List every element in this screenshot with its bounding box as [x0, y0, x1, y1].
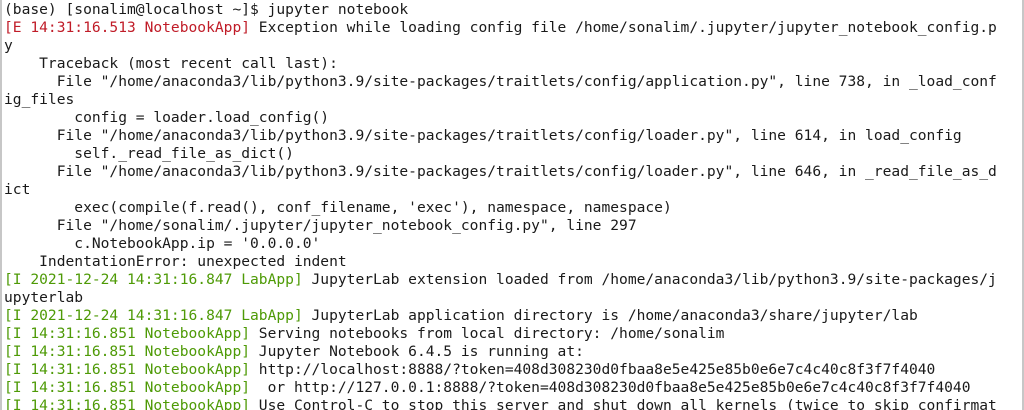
info-log-tag: [I 14:31:16.851 NotebookApp] [4, 379, 251, 396]
terminal-line: [I 2021-12-24 14:31:16.847 LabApp] Jupyt… [4, 307, 997, 325]
terminal-line-text: File "/home/anaconda3/lib/python3.9/site… [4, 163, 997, 180]
terminal-line-text: Exception while loading config file /hom… [250, 19, 997, 36]
terminal-line: ict [4, 181, 997, 199]
terminal-line: File "/home/anaconda3/lib/python3.9/site… [4, 127, 997, 145]
terminal-line-text: IndentationError: unexpected indent [4, 253, 347, 270]
terminal-line-text: config = loader.load_config() [4, 109, 330, 126]
terminal-line-text: Traceback (most recent call last): [4, 55, 338, 72]
terminal-line: File "/home/sonalim/.jupyter/jupyter_not… [4, 217, 997, 235]
terminal-line-text: Jupyter Notebook 6.4.5 is running at: [250, 343, 584, 360]
terminal-line: [I 14:31:16.851 NotebookApp] Use Control… [4, 397, 997, 410]
terminal-line: Traceback (most recent call last): [4, 55, 997, 73]
terminal-line-text: (base) [sonalim@localhost ~]$ jupyter no… [4, 1, 409, 18]
terminal-line-text: File "/home/anaconda3/lib/python3.9/site… [4, 127, 962, 144]
terminal-line: config = loader.load_config() [4, 109, 997, 127]
terminal-line: [I 14:31:16.851 NotebookApp] or http://1… [4, 379, 997, 397]
terminal-line-text: JupyterLab application directory is /hom… [302, 307, 918, 324]
terminal-line-text: http://localhost:8888/?token=408d308230d… [250, 361, 936, 378]
info-log-tag: [I 2021-12-24 14:31:16.847 LabApp] [4, 307, 303, 324]
terminal-line-text: ig_files [4, 91, 75, 108]
error-log-tag: [E 14:31:16.513 NotebookApp] [4, 19, 251, 36]
terminal-line: [I 2021-12-24 14:31:16.847 LabApp] Jupyt… [4, 271, 997, 289]
terminal-line-text: exec(compile(f.read(), conf_filename, 'e… [4, 199, 672, 216]
info-log-tag: [I 14:31:16.851 NotebookApp] [4, 397, 251, 410]
terminal-line: [I 14:31:16.851 NotebookApp] Serving not… [4, 325, 997, 343]
terminal-line-text: c.NotebookApp.ip = '0.0.0.0' [4, 235, 321, 252]
info-log-tag: [I 2021-12-24 14:31:16.847 LabApp] [4, 271, 303, 288]
terminal-line-text: File "/home/sonalim/.jupyter/jupyter_not… [4, 217, 637, 234]
terminal-line: exec(compile(f.read(), conf_filename, 'e… [4, 199, 997, 217]
terminal-line: IndentationError: unexpected indent [4, 253, 997, 271]
terminal-line: y [4, 37, 997, 55]
terminal-right-border [1022, 0, 1024, 410]
terminal-line-text: Use Control-C to stop this server and sh… [250, 397, 997, 410]
terminal-line: [I 14:31:16.851 NotebookApp] Jupyter Not… [4, 343, 997, 361]
terminal-line: [I 14:31:16.851 NotebookApp] http://loca… [4, 361, 997, 379]
terminal-line-text: upyterlab [4, 289, 84, 306]
terminal-line-text: self._read_file_as_dict() [4, 145, 294, 162]
terminal-line: File "/home/anaconda3/lib/python3.9/site… [4, 73, 997, 91]
terminal-line-text: JupyterLab extension loaded from /home/a… [302, 271, 997, 288]
terminal-line-text: Serving notebooks from local directory: … [250, 325, 725, 342]
terminal-output[interactable]: (base) [sonalim@localhost ~]$ jupyter no… [4, 1, 997, 410]
terminal-line: File "/home/anaconda3/lib/python3.9/site… [4, 163, 997, 181]
terminal-line-text: or http://127.0.0.1:8888/?token=408d3082… [250, 379, 971, 396]
terminal-line: c.NotebookApp.ip = '0.0.0.0' [4, 235, 997, 253]
terminal-line: (base) [sonalim@localhost ~]$ jupyter no… [4, 1, 997, 19]
terminal-line: upyterlab [4, 289, 997, 307]
terminal-line: [E 14:31:16.513 NotebookApp] Exception w… [4, 19, 997, 37]
terminal-line: ig_files [4, 91, 997, 109]
terminal-left-border [0, 0, 2, 410]
terminal-line: self._read_file_as_dict() [4, 145, 997, 163]
info-log-tag: [I 14:31:16.851 NotebookApp] [4, 361, 251, 378]
info-log-tag: [I 14:31:16.851 NotebookApp] [4, 325, 251, 342]
terminal-line-text: y [4, 37, 13, 54]
info-log-tag: [I 14:31:16.851 NotebookApp] [4, 343, 251, 360]
terminal-line-text: ict [4, 181, 31, 198]
terminal-line-text: File "/home/anaconda3/lib/python3.9/site… [4, 73, 997, 90]
